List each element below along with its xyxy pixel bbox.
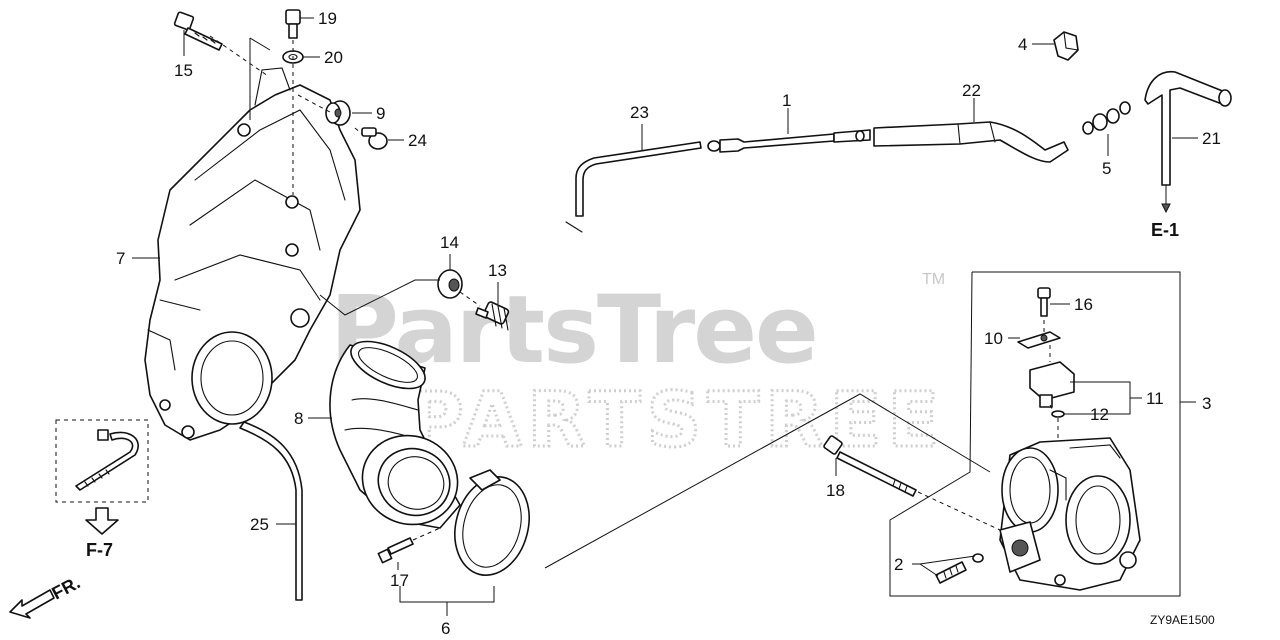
- bolt-16-part[interactable]: [1037, 287, 1051, 317]
- o-ring-12-part[interactable]: [1051, 410, 1065, 418]
- intake-housing-part[interactable]: [144, 67, 361, 441]
- callout-1[interactable]: 1: [782, 91, 791, 110]
- callout-11[interactable]: 11: [1146, 389, 1164, 408]
- callout-23[interactable]: 23: [630, 103, 649, 122]
- sensor-11-part[interactable]: [1029, 361, 1075, 408]
- screw-17-part[interactable]: [377, 537, 414, 564]
- callout-7[interactable]: 7: [116, 249, 125, 268]
- callout-19[interactable]: 19: [318, 9, 337, 28]
- callout-8[interactable]: 8: [294, 409, 303, 428]
- reference-f7[interactable]: F-7: [86, 540, 113, 560]
- sensor-13-part[interactable]: [475, 301, 510, 331]
- callout-6[interactable]: 6: [441, 619, 450, 638]
- watermark-subtitle: PARTSTREE: [408, 375, 945, 464]
- front-direction-arrow-icon: [9, 589, 55, 619]
- callout-18[interactable]: 18: [826, 481, 845, 500]
- callout-9[interactable]: 9: [376, 104, 385, 123]
- grommet-14-part[interactable]: [437, 269, 463, 299]
- callout-4[interactable]: 4: [1018, 35, 1027, 54]
- callout-15[interactable]: 15: [174, 61, 193, 80]
- clip-4-part[interactable]: [1053, 31, 1079, 61]
- callout-3[interactable]: 3: [1202, 394, 1211, 413]
- reference-e1[interactable]: E-1: [1151, 220, 1179, 240]
- hose-25-part[interactable]: [239, 421, 303, 601]
- watermark-trademark: TM: [922, 271, 945, 288]
- callout-17[interactable]: 17: [390, 571, 409, 590]
- grommet-9-part[interactable]: [325, 100, 351, 126]
- callout-13[interactable]: 13: [488, 261, 507, 280]
- collar-24-part[interactable]: [361, 127, 388, 150]
- gasket-10-part[interactable]: [1017, 331, 1061, 349]
- bolt-15-part[interactable]: [173, 11, 223, 51]
- callout-14[interactable]: 14: [440, 233, 459, 252]
- callout-labels: 1 2 3 4 5 6 7 8 9 10 11 12 13 14: [116, 9, 1221, 638]
- callout-24[interactable]: 24: [408, 131, 427, 150]
- callout-25[interactable]: 25: [250, 515, 269, 534]
- hose-22-part[interactable]: [873, 121, 1069, 163]
- throttle-body-part[interactable]: [999, 437, 1141, 591]
- bolt-18-part[interactable]: [823, 435, 917, 497]
- callout-10[interactable]: 10: [984, 329, 1003, 348]
- fitting-5-part[interactable]: [1082, 101, 1131, 135]
- pipe-1-part[interactable]: [707, 129, 871, 153]
- screw-2-part[interactable]: [935, 553, 984, 584]
- f7-arrow-icon: [85, 507, 119, 535]
- callout-20[interactable]: 20: [324, 48, 343, 67]
- callout-2[interactable]: 2: [894, 555, 903, 574]
- intake-duct-part[interactable]: [329, 332, 470, 538]
- callout-5[interactable]: 5: [1102, 159, 1111, 178]
- hose-23-part[interactable]: [565, 141, 702, 233]
- tie-wrap-detail: [55, 419, 149, 503]
- callout-22[interactable]: 22: [962, 81, 981, 100]
- callout-12[interactable]: 12: [1090, 405, 1109, 424]
- hose-21-part[interactable]: [1144, 71, 1232, 186]
- bolt-19-part[interactable]: [285, 9, 301, 39]
- diagram-code: ZY9AE1500: [1150, 613, 1215, 627]
- callout-16[interactable]: 16: [1074, 295, 1093, 314]
- callout-21[interactable]: 21: [1202, 129, 1221, 148]
- hose-clamp-6-part[interactable]: [444, 468, 539, 583]
